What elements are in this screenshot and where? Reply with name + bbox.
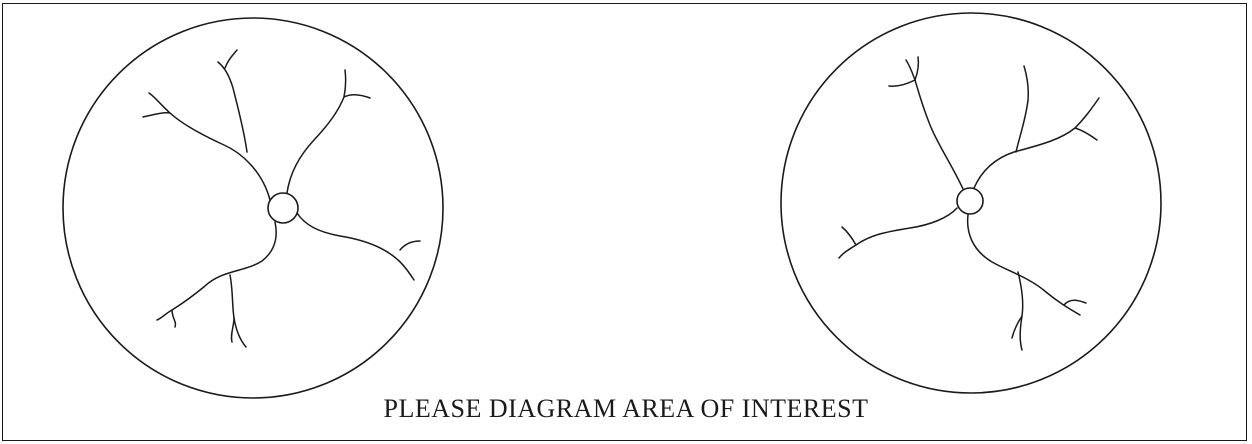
left-vessel-lower-branch-tip <box>231 318 234 342</box>
right-vessel-upper-left-branch <box>889 80 915 86</box>
left-vessel-lower <box>157 222 276 320</box>
right-vessel-lower <box>968 215 1080 315</box>
left-vessel-upper-branch <box>225 50 237 68</box>
right-vessel-upper-right-tip <box>1075 128 1097 140</box>
left-vessel-upper-left <box>149 93 270 200</box>
left-vessel-upper <box>218 62 247 152</box>
right-vessel-left <box>839 208 957 258</box>
right-vessel-left-branch <box>842 227 856 245</box>
left-optic-disc <box>268 193 298 223</box>
left-fundus-diagram[interactable] <box>63 18 443 398</box>
left-vessel-lower-branch <box>230 275 246 347</box>
right-vessel-upper-right-branch <box>1016 66 1028 152</box>
right-optic-disc <box>957 188 983 214</box>
left-vessel-right <box>297 213 414 280</box>
left-fundus-outline <box>63 18 443 398</box>
left-vessel-right-branch <box>400 241 420 250</box>
right-vessel-lower-tip <box>1064 300 1086 305</box>
diagram-instruction: PLEASE DIAGRAM AREA OF INTEREST <box>0 394 1252 424</box>
right-fundus-diagram[interactable] <box>781 13 1161 393</box>
left-vessel-upper-right <box>287 70 346 193</box>
right-vessel-lower-branch <box>1018 272 1023 350</box>
right-vessel-upper-right <box>974 98 1099 188</box>
left-vessel-lower-tip <box>172 310 175 327</box>
right-vessel-upper-left-tip <box>915 57 918 80</box>
left-vessel-upper-left-branch <box>143 113 170 117</box>
left-vessel-upper-right-branch <box>344 95 370 98</box>
